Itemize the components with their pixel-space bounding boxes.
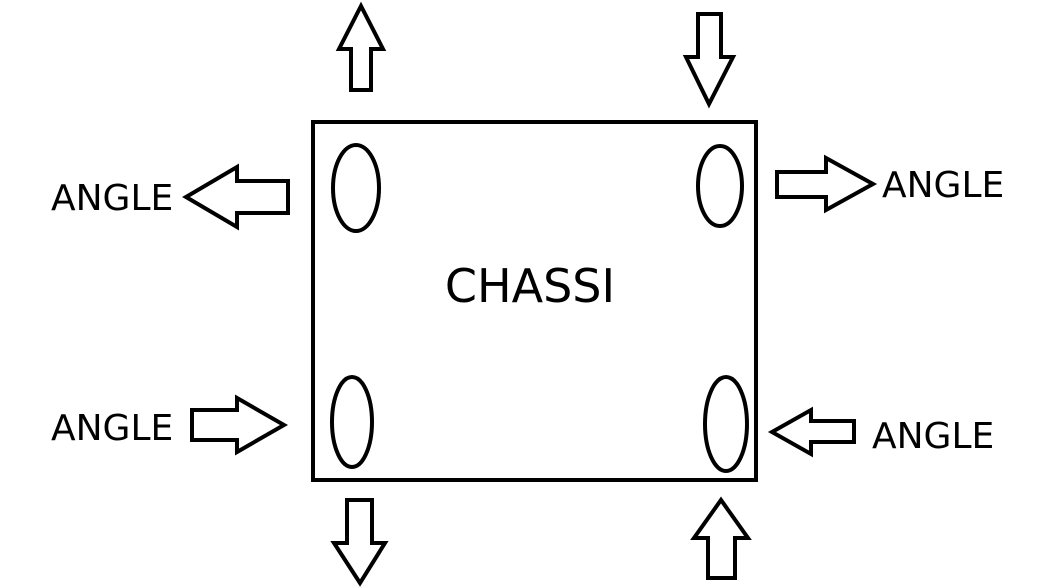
arrow-left-front-left	[182, 163, 290, 231]
angle-label-rear-right: ANGLE	[872, 416, 994, 457]
arrow-down-bottom-left	[330, 498, 389, 587]
arrow-up-bottom-right	[690, 496, 752, 580]
arrow-up-top-left	[335, 1, 387, 92]
chassis-label: CHASSI	[445, 259, 615, 313]
wheel-front-right	[696, 144, 744, 228]
angle-label-front-left: ANGLE	[51, 178, 173, 219]
arrow-down-top-right	[682, 12, 737, 109]
wheel-front-left	[331, 143, 381, 233]
arrow-right-rear-left	[190, 394, 289, 456]
wheel-rear-right	[703, 375, 749, 473]
arrow-left-rear-right	[767, 406, 856, 458]
angle-label-front-right: ANGLE	[882, 165, 1004, 206]
wheel-rear-left	[330, 375, 374, 469]
arrow-right-front-right	[775, 154, 878, 214]
chassis-frame	[311, 120, 758, 482]
angle-label-rear-left: ANGLE	[51, 408, 173, 449]
